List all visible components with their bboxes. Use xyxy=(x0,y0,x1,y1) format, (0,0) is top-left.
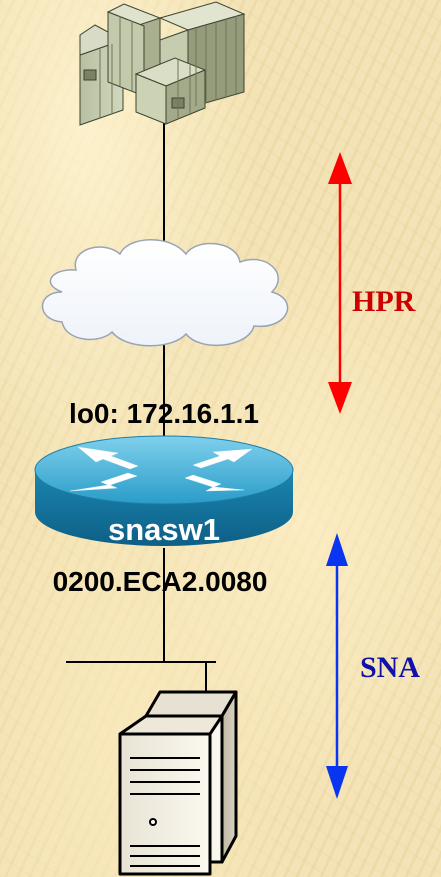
network-cloud-icon xyxy=(41,239,289,347)
server-tower-icon xyxy=(118,690,238,876)
loopback-address-label: lo0: 172.16.1.1 xyxy=(69,398,259,429)
mainframe-icon xyxy=(79,1,246,126)
sna-label: SNA xyxy=(360,651,420,684)
mac-address-label: 0200.ECA2.0080 xyxy=(53,566,268,597)
router-name-label: snasw1 xyxy=(108,512,220,547)
hpr-double-arrow xyxy=(328,152,352,414)
router-icon: snasw1 xyxy=(34,435,294,547)
sna-double-arrow xyxy=(326,533,348,799)
hpr-label: HPR xyxy=(352,285,416,318)
